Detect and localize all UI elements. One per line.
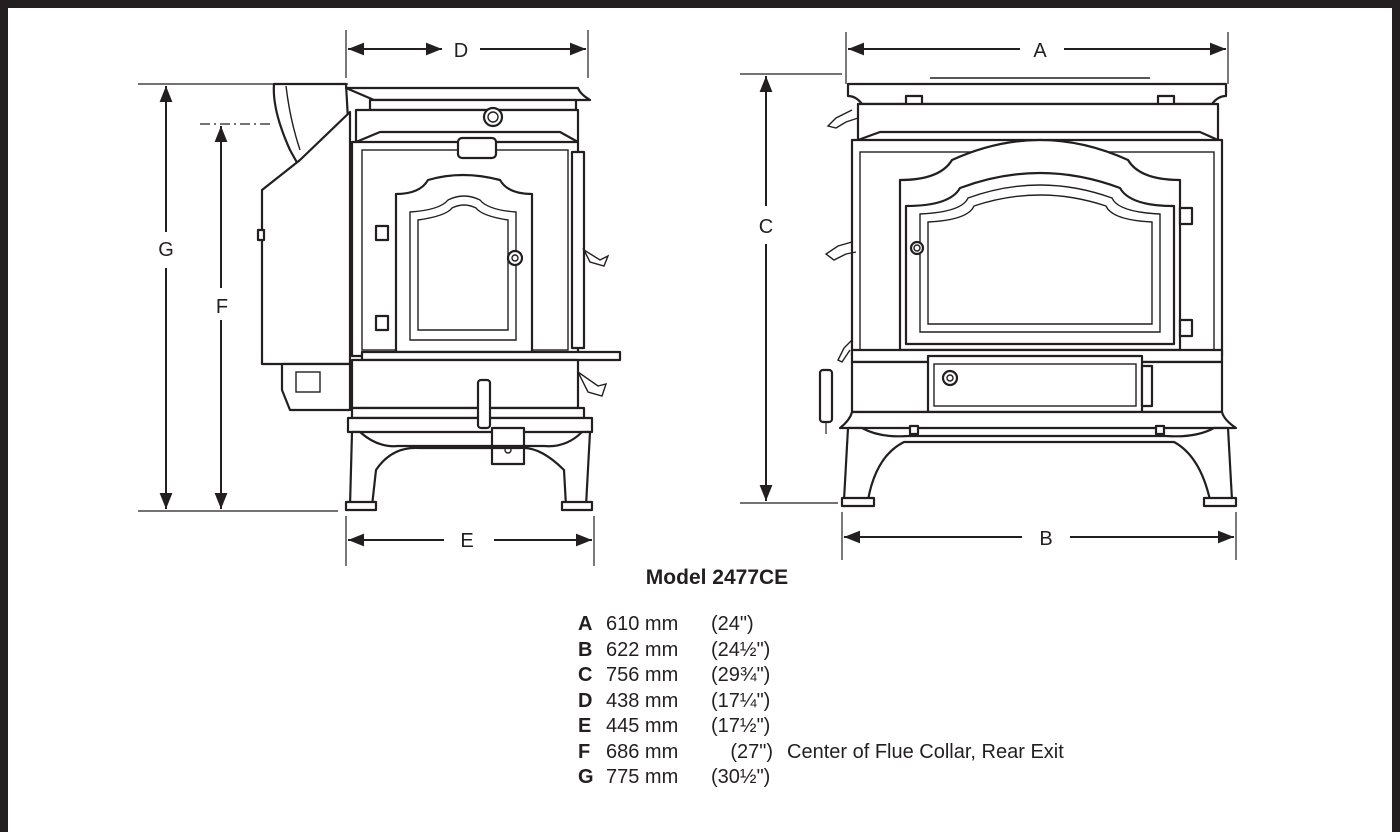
spec-row-e: E 445 mm (17½") xyxy=(578,714,1064,740)
spec-note: Center of Flue Collar, Rear Exit xyxy=(787,740,1064,763)
dimension-label-d: D xyxy=(454,40,468,62)
dimension-f: F xyxy=(200,123,270,509)
spec-millimeters: 775 mm xyxy=(606,766,679,788)
spec-letter: F xyxy=(578,740,591,763)
spec-millimeters: 610 mm xyxy=(606,613,679,635)
spec-inches: (29¾") xyxy=(711,664,771,686)
spec-row-g: G 775 mm (30½") xyxy=(578,765,1064,791)
dimension-label-e: E xyxy=(460,530,473,552)
spec-inches: (24") xyxy=(711,613,754,635)
spec-inches: (24½") xyxy=(711,638,771,661)
spec-letter: C xyxy=(578,664,593,686)
dimension-label-b: B xyxy=(1039,528,1052,550)
front-view: A C B xyxy=(740,32,1238,560)
dimension-g: G xyxy=(138,83,348,512)
dimension-e: E xyxy=(345,516,595,566)
spec-millimeters: 686 mm xyxy=(606,740,679,763)
dimension-label-a: A xyxy=(1033,40,1047,62)
spec-millimeters: 756 mm xyxy=(606,664,679,686)
dimension-c: C xyxy=(740,73,842,504)
stove-side-drawing xyxy=(256,82,622,512)
spec-millimeters: 622 mm xyxy=(606,638,679,661)
dimension-label-f: F xyxy=(216,296,228,318)
model-title: Model 2477CE xyxy=(645,566,789,589)
spec-millimeters: 438 mm xyxy=(606,689,679,712)
dimension-d: D xyxy=(345,30,589,78)
spec-row-f: F 686 mm (27") Center of Flue Collar, Rear … xyxy=(578,740,1064,766)
spec-inches: (30½") xyxy=(711,766,771,788)
spec-row-b: B 622 mm (24½") xyxy=(578,638,1064,664)
spec-letter: D xyxy=(578,689,593,712)
dimension-a: A xyxy=(845,32,1229,84)
spec-inches: (17½") xyxy=(711,715,771,737)
spec-inches: (27") xyxy=(730,740,773,763)
spec-millimeters: 445 mm xyxy=(606,715,679,737)
spec-letter: B xyxy=(578,638,593,661)
spec-row-d: D 438 mm (17¼") xyxy=(578,689,1064,715)
spec-inches: (17¼") xyxy=(711,689,771,712)
spec-row-c: C 756 mm (29¾") xyxy=(578,663,1064,689)
side-view: D G F E xyxy=(138,30,622,566)
spec-letter: G xyxy=(578,766,594,788)
spec-letter: A xyxy=(578,613,593,635)
dimension-b: B xyxy=(841,512,1237,560)
stove-front-drawing xyxy=(818,77,1238,508)
dimension-label-g: G xyxy=(158,239,174,261)
dimension-label-c: C xyxy=(759,216,773,238)
dimension-spec-list: A 610 mm (24") B 622 mm (24½") C 756 mm (29¾")… xyxy=(578,612,1064,791)
spec-letter: E xyxy=(578,715,592,737)
spec-row-a: A 610 mm (24") xyxy=(578,612,1064,638)
